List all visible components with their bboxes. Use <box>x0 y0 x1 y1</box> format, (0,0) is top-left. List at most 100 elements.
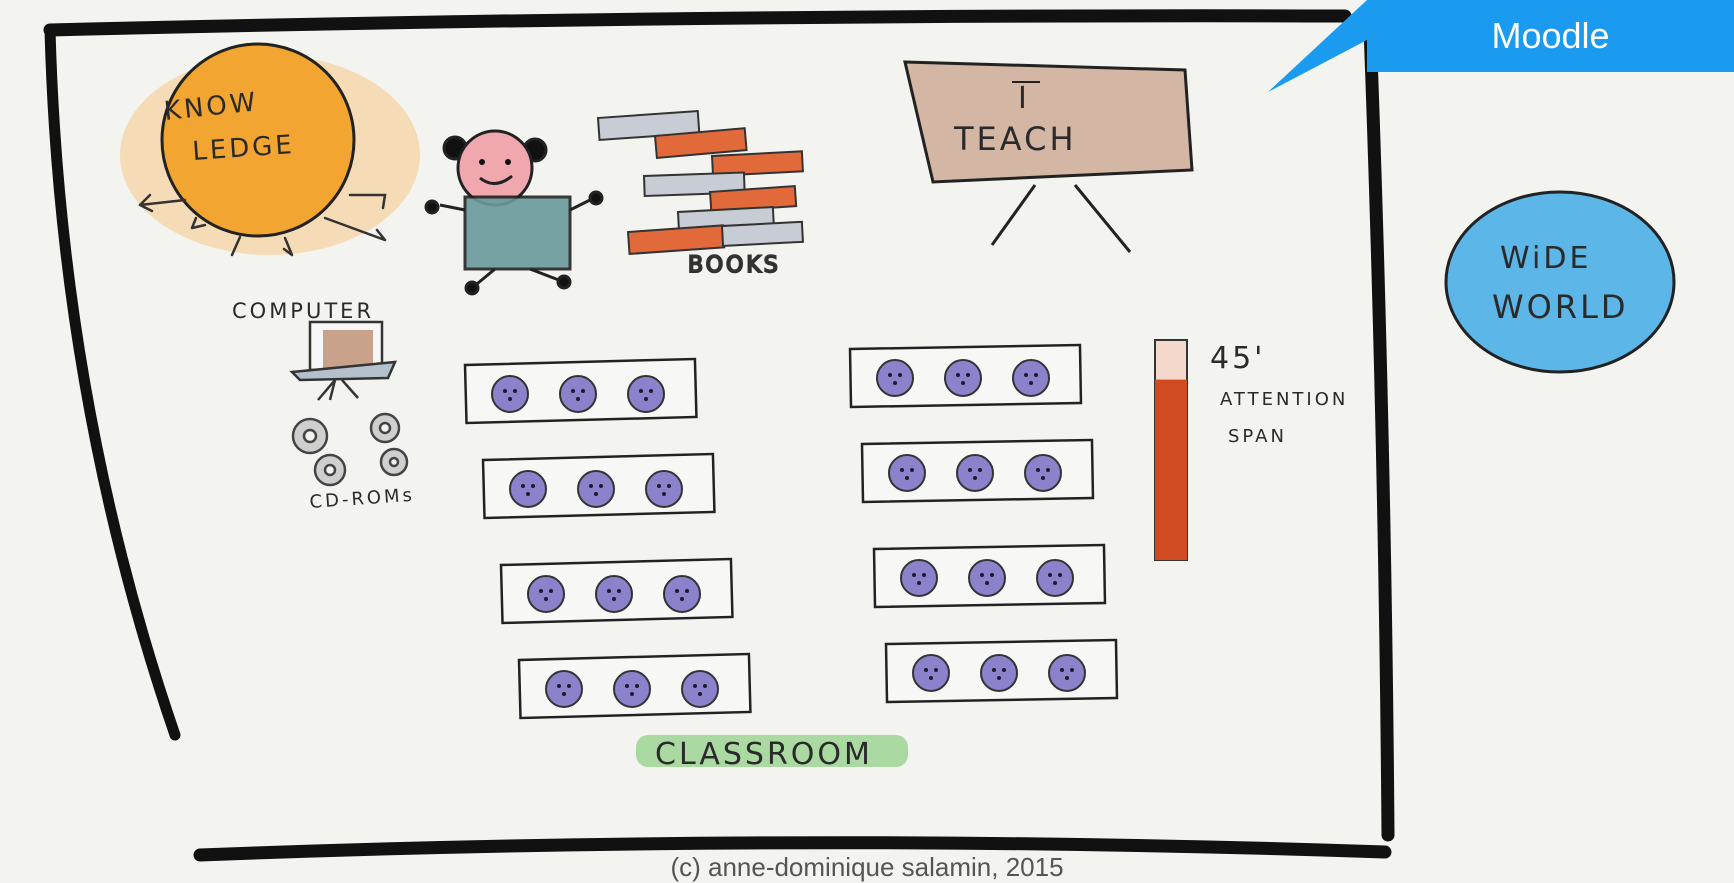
student-face-dot <box>1041 476 1045 480</box>
student-face-dot <box>557 684 561 688</box>
student-face-dot <box>961 381 965 385</box>
student-face-dot <box>992 668 996 672</box>
student-face-dot <box>635 684 639 688</box>
student-face-dot <box>549 589 553 593</box>
student-face-dot <box>1036 468 1040 472</box>
student-face-dot <box>567 684 571 688</box>
student-face-dot <box>900 468 904 472</box>
student-face-dot <box>693 684 697 688</box>
student-face-dot <box>1065 676 1069 680</box>
teacher-figure <box>424 129 604 296</box>
student-face-dot <box>1046 468 1050 472</box>
student-head <box>595 575 633 613</box>
student-face-dot <box>1053 581 1057 585</box>
student-face-dot <box>997 676 1001 680</box>
student-face-dot <box>576 397 580 401</box>
student-face-dot <box>685 589 689 593</box>
computer-label: COMPUTER <box>232 299 374 323</box>
student-face-dot <box>898 373 902 377</box>
desk <box>499 557 734 625</box>
student-head <box>491 375 529 413</box>
student-face-dot <box>985 581 989 585</box>
student-face-dot <box>978 468 982 472</box>
attention-span: 45' ATTENTION SPAN <box>1154 339 1348 561</box>
copyright-footer: (c) anne-dominique salamin, 2015 <box>670 852 1064 882</box>
room-frame <box>43 9 1395 862</box>
student-face-dot <box>917 581 921 585</box>
student-face-dot <box>544 597 548 601</box>
student-head <box>900 559 938 597</box>
student-face-dot <box>617 589 621 593</box>
attention-minutes: 45' <box>1210 341 1265 376</box>
books-stack: BOOKS <box>596 109 804 279</box>
student-face-dot <box>630 692 634 696</box>
knowledge-line2: LEDGE <box>191 130 295 167</box>
student-face-dot <box>905 476 909 480</box>
student-face-dot <box>639 389 643 393</box>
board-line2: TEACH <box>953 120 1077 158</box>
cdroms: CD-ROMs <box>291 412 416 513</box>
wide-world-globe: WiDE WORLD <box>1444 190 1676 374</box>
student-face-dot <box>662 492 666 496</box>
computer: COMPUTER <box>232 299 397 401</box>
student-face-dot <box>1060 668 1064 672</box>
student-face-dot <box>912 573 916 577</box>
student-face-dot <box>893 381 897 385</box>
classroom-label: CLASSROOM <box>655 737 873 772</box>
student-head <box>912 654 950 692</box>
student-head <box>968 559 1006 597</box>
student-face-dot <box>526 492 530 496</box>
student-face-dot <box>922 573 926 577</box>
world-line2: WORLD <box>1492 288 1629 326</box>
cdroms-label: CD-ROMs <box>309 485 416 513</box>
student-face-dot <box>1034 373 1038 377</box>
student-head <box>1024 454 1062 492</box>
student-head <box>876 359 914 397</box>
student-face-dot <box>924 668 928 672</box>
student-face-dot <box>581 389 585 393</box>
attention-line2: SPAN <box>1228 426 1287 447</box>
student-face-dot <box>956 373 960 377</box>
desk <box>463 357 698 425</box>
desk <box>481 452 716 520</box>
student-face-dot <box>934 668 938 672</box>
teach-board: I TEACH <box>903 60 1194 253</box>
desk <box>872 543 1107 609</box>
student-face-dot <box>703 684 707 688</box>
books-label: BOOKS <box>688 253 781 278</box>
student-head <box>944 359 982 397</box>
attention-line1: ATTENTION <box>1220 389 1348 410</box>
student-face-dot <box>1024 373 1028 377</box>
student-face-dot <box>612 597 616 601</box>
student-face-dot <box>675 589 679 593</box>
moodle-callout-label: Moodle <box>1491 15 1610 56</box>
student-face-dot <box>503 389 507 393</box>
student-face-dot <box>980 573 984 577</box>
desk <box>884 638 1119 704</box>
student-face-dot <box>531 484 535 488</box>
student-face-dot <box>607 589 611 593</box>
student-face-dot <box>1029 381 1033 385</box>
student-face-dot <box>966 373 970 377</box>
board-line1: I <box>1018 81 1030 116</box>
student-face-dot <box>644 397 648 401</box>
student-head <box>559 375 597 413</box>
moodle-callout <box>1268 0 1734 92</box>
desks <box>463 343 1119 720</box>
student-face-dot <box>1058 573 1062 577</box>
student-face-dot <box>1070 668 1074 672</box>
student-face-dot <box>625 684 629 688</box>
student-face-dot <box>973 476 977 480</box>
student-face-dot <box>521 484 525 488</box>
knowledge-sun: KNOW LEDGE <box>120 42 420 257</box>
student-face-dot <box>1002 668 1006 672</box>
student-face-dot <box>910 468 914 472</box>
desk <box>860 438 1095 504</box>
student-face-dot <box>657 484 661 488</box>
student-head <box>545 670 583 708</box>
student-head <box>613 670 651 708</box>
student-face-dot <box>1048 573 1052 577</box>
world-line1: WiDE <box>1500 241 1591 276</box>
student-head <box>980 654 1018 692</box>
